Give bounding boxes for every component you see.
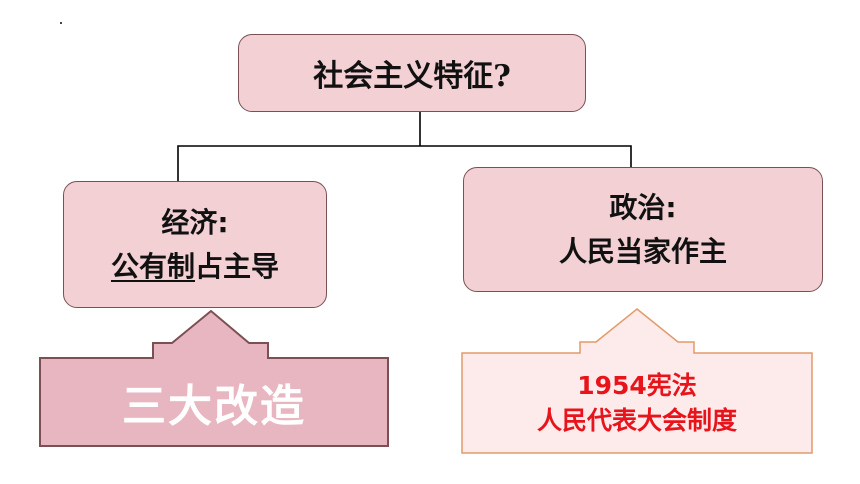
economy-node: 经济: 公有制占主导 <box>63 181 327 308</box>
left-arrow-label: 三大改造 <box>122 381 306 432</box>
economy-content: 公有制占主导 <box>111 245 279 288</box>
economy-heading: 经济: <box>161 206 229 240</box>
left-up-arrow <box>39 309 389 447</box>
right-arrow-label: 1954宪法 人民代表大会制度 <box>462 353 812 453</box>
right-up-arrow <box>461 308 813 454</box>
dominant-text: 占主导 <box>195 249 280 283</box>
politics-node: 政治: 人民当家作主 <box>463 167 823 292</box>
root-node-text: 社会主义特征? <box>313 59 511 94</box>
politics-content: 人民当家作主 <box>558 234 727 268</box>
connector-branch <box>177 145 632 181</box>
politics-heading: 政治: <box>609 191 677 225</box>
public-ownership-text: 公有制 <box>110 249 195 283</box>
constitution-text: 1954宪法 <box>577 371 697 400</box>
stray-dot <box>60 22 62 24</box>
peoples-congress-text: 人民代表大会制度 <box>536 406 737 435</box>
root-node: 社会主义特征? <box>238 34 586 112</box>
